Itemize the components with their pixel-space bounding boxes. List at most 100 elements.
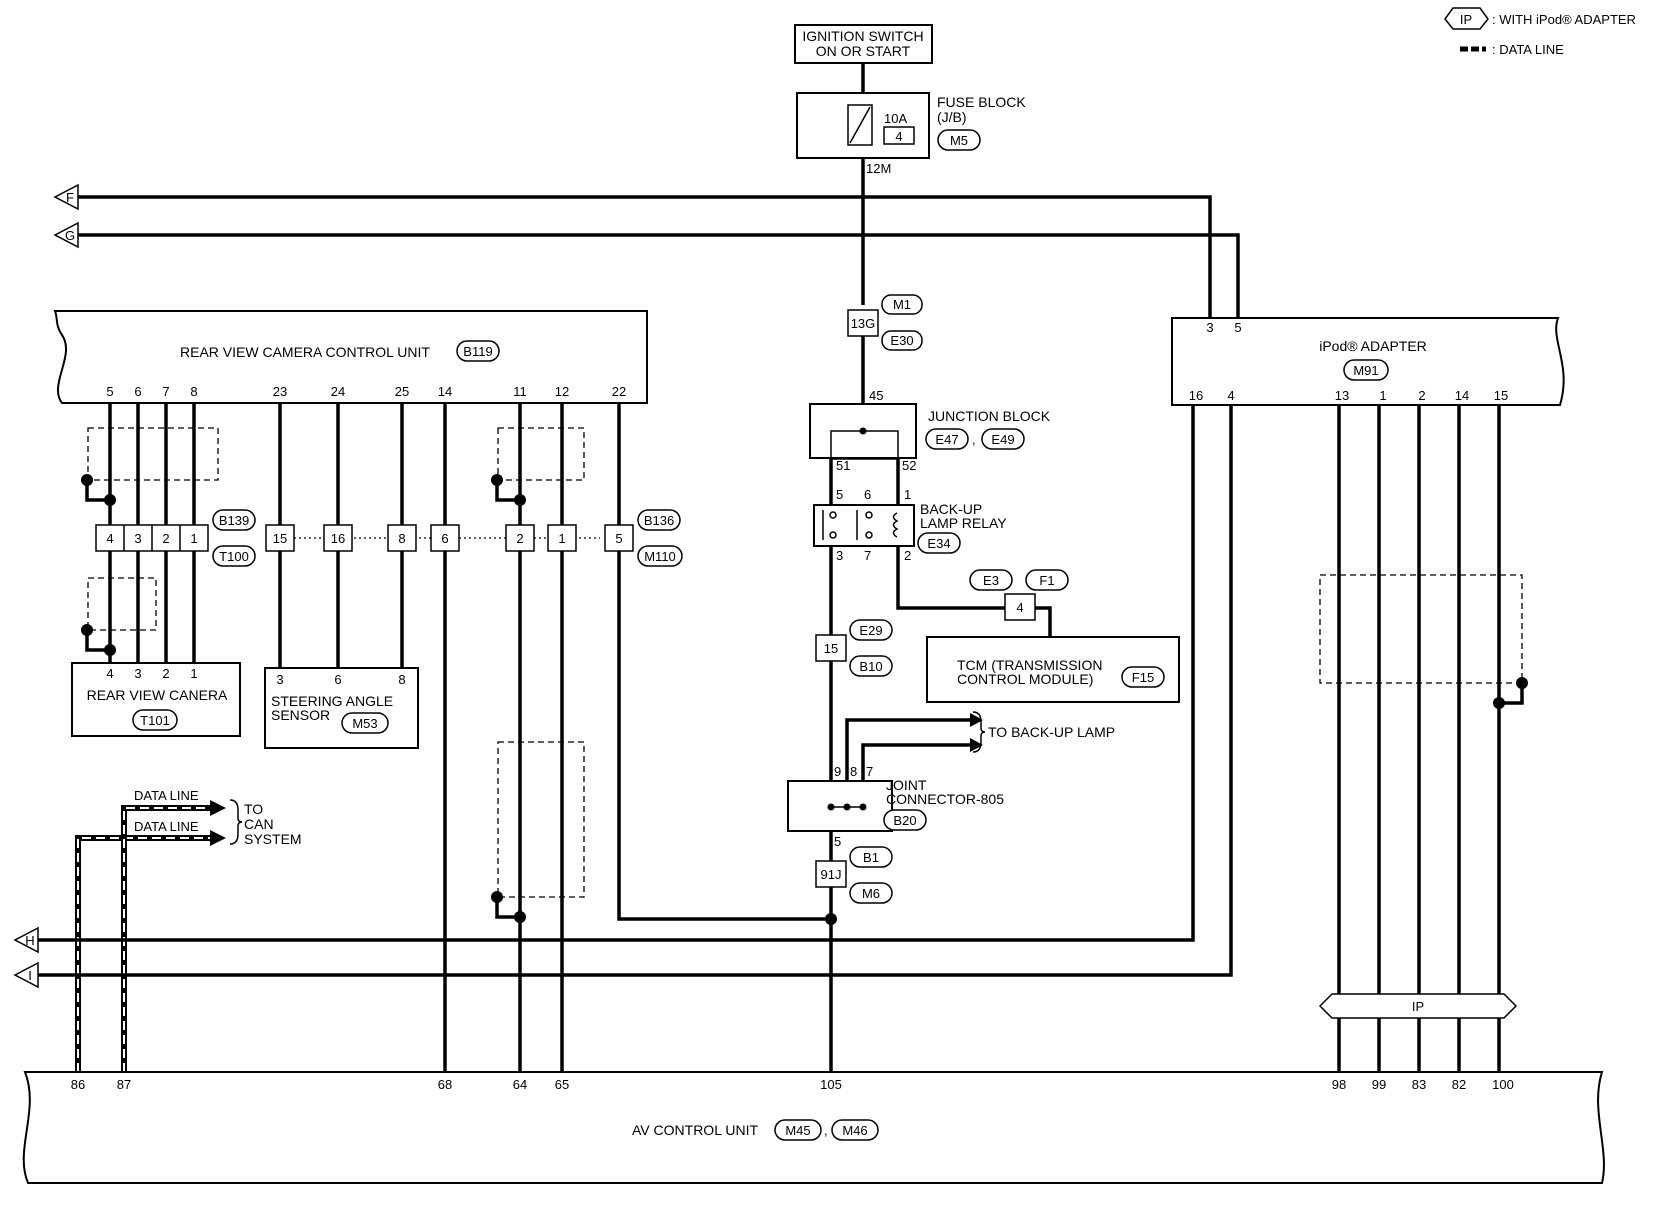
shield-cam-upper [87, 427, 219, 481]
offpage-h-label: H [25, 933, 34, 948]
t101-conn: T101 [140, 713, 170, 728]
m6-conn: M6 [862, 886, 880, 901]
f15-conn: F15 [1132, 670, 1154, 685]
joint-pin-5: 5 [834, 834, 841, 849]
data-line-86-outer [75, 835, 210, 1072]
shield-node-upper-a [81, 474, 93, 486]
mid-pin-1: 1 [558, 531, 565, 546]
fuse-amp: 10A [884, 111, 907, 126]
relay-pin-2: 2 [904, 548, 911, 563]
offpage-i: I [13, 961, 39, 989]
tcm: E3 F1 4 19 TCM (TRANSMISSION CONTROL MOD… [926, 569, 1180, 703]
ipod-pin-5: 5 [1234, 320, 1241, 335]
m91-pill [1343, 359, 1389, 381]
m53-conn: M53 [352, 716, 377, 731]
ipod-pin-13: 13 [1335, 388, 1349, 403]
steering-title-1: STEERING ANGLE [271, 693, 393, 709]
relay-pin-6: 6 [864, 487, 871, 502]
shield-drain-lower [85, 630, 110, 652]
b20-pill [883, 809, 927, 831]
tcm-title-1: TCM (TRANSMISSION [957, 657, 1102, 673]
rvccu-pin-24: 24 [331, 384, 345, 399]
m91-conn: M91 [1353, 363, 1378, 378]
b139-pin-2: 2 [162, 531, 169, 546]
shield-ipod-node-a [1516, 677, 1528, 689]
av-pin-65: 65 [555, 1077, 569, 1092]
av-pin-98: 98 [1332, 1077, 1346, 1092]
fuse-symbol [847, 104, 873, 146]
e3-pill [969, 569, 1013, 591]
e30-pill [881, 330, 923, 351]
rvccu-pin-12: 12 [555, 384, 569, 399]
junction-block: 45 JUNCTION BLOCK E47 , E49 51 52 [809, 388, 1051, 473]
ipod-pin-16: 16 [1189, 388, 1203, 403]
junction-node [859, 427, 867, 435]
m46-conn: M46 [842, 1123, 867, 1138]
ipod-pin-2: 2 [1418, 388, 1425, 403]
fuse-block: 10A 4 FUSE BLOCK (J/B) M5 12M [796, 92, 1026, 176]
shield-ipod-drain [1499, 683, 1524, 705]
ipod-pin-1: 1 [1379, 388, 1386, 403]
av-pin-105: 105 [820, 1077, 842, 1092]
to-can-2: CAN [244, 816, 274, 832]
e29-pin: 15 [824, 641, 838, 656]
joint-title-1: JOINT [886, 777, 927, 793]
offpage-f: F [53, 183, 79, 211]
data-line-label-1: DATA LINE [134, 788, 199, 803]
fuse-conn-pill [937, 129, 981, 151]
e47-conn: E47 [935, 432, 958, 447]
shield-ipod-node-b [1493, 697, 1505, 709]
mid-conn-1-box [547, 524, 577, 552]
arrow-data-2 [210, 830, 226, 846]
b139-pin-4: 4 [106, 531, 113, 546]
shield-11-node-a [491, 474, 503, 486]
av-title: AV CONTROL UNIT [632, 1122, 758, 1138]
f15-pill [1121, 666, 1165, 688]
data-line-87-inner [123, 807, 210, 1072]
t100-pill [212, 545, 256, 567]
b136-pill [637, 509, 681, 531]
m45-conn: M45 [785, 1123, 810, 1138]
ipod-pin-14: 14 [1455, 388, 1469, 403]
mid-pin-8: 8 [398, 531, 405, 546]
b20-conn: B20 [893, 813, 916, 828]
backup-brace [972, 711, 986, 753]
steering-pin-6: 6 [334, 672, 341, 687]
b119-pill [456, 340, 500, 362]
shield-11-node-c [491, 891, 503, 903]
backup-lamp-label: TO BACK-UP LAMP [988, 724, 1115, 740]
steering-pin-3: 3 [276, 672, 283, 687]
rvccu-pin-25: 25 [395, 384, 409, 399]
relay-box [813, 504, 915, 547]
b1-conn: B1 [863, 850, 879, 865]
mid-pin-15: 15 [273, 531, 287, 546]
ip-legend-text: : WITH iPod® ADAPTER [1492, 12, 1636, 27]
shield-11-node-b [514, 494, 526, 506]
offpage-g-label: G [65, 228, 75, 243]
b139-pill [212, 509, 256, 531]
jb-pin-51: 51 [836, 458, 850, 473]
to-can-1: TO [244, 801, 263, 817]
m6-pill [849, 882, 893, 904]
rvccu-pin-6: 6 [134, 384, 141, 399]
wire-i [38, 405, 1233, 977]
steering-box [264, 667, 419, 749]
shield-drain-upper [85, 480, 110, 502]
ignition-label-2: ON OR START [816, 43, 911, 59]
offpage-f-label: F [66, 190, 74, 205]
camera-pin-3: 3 [134, 666, 141, 681]
ip-band-label: IP [1412, 999, 1424, 1014]
shield-11-node-d [514, 911, 526, 923]
m46-pill [831, 1119, 879, 1141]
e29-b10-connector: 15 E29 B10 [815, 619, 893, 677]
backup-lamp-relay: 5 6 1 3 7 2 BACK-UP LAMP RELAY E34 [813, 487, 1007, 563]
m110-pill [637, 545, 683, 567]
b10-pill [849, 655, 893, 677]
e29-conn: E29 [859, 623, 882, 638]
av-control-unit: 86 87 68 64 65 105 98 99 83 82 100 AV CO… [22, 1071, 1605, 1184]
e30-conn: E30 [890, 333, 913, 348]
av-pin-87: 87 [117, 1077, 131, 1092]
rvccu-pin-14: 14 [438, 384, 452, 399]
camera-pin-1: 1 [190, 666, 197, 681]
